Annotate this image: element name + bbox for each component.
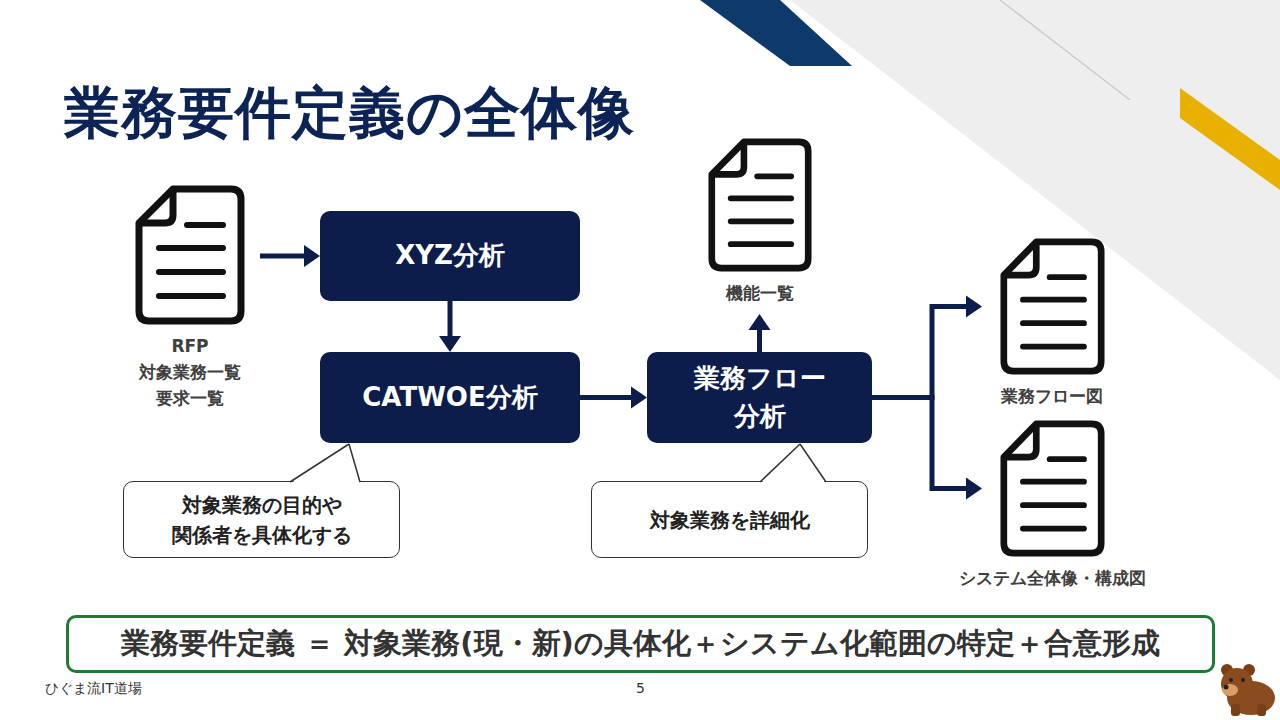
arrow-line	[872, 307, 968, 398]
process-box: XYZ分析	[320, 211, 580, 301]
arrow-head	[966, 296, 982, 318]
callout-box: 対象業務を詳細化	[591, 481, 868, 558]
document-icon	[708, 138, 812, 272]
arrow-head	[631, 387, 647, 409]
node-text: 業務要件定義 ＝ 対象業務(現・新)の具体化＋システム化範囲の特定＋合意形成	[121, 625, 1160, 663]
callout-box: 対象業務の目的や 関係者を具体化する	[123, 481, 400, 558]
arrow-line	[448, 301, 453, 338]
node-text: 対象業務を詳細化	[650, 505, 810, 535]
navy-stripe	[700, 0, 852, 66]
document-node: 機能一覧	[700, 138, 820, 306]
arrow-line	[580, 395, 633, 400]
document-icon	[1000, 420, 1105, 557]
arrow-head	[749, 314, 771, 330]
document-node: システム全体像・構成図	[982, 420, 1122, 591]
callout-tail	[290, 443, 360, 484]
arrow-connector	[749, 314, 771, 352]
arrow-line	[757, 328, 762, 352]
node-text: XYZ分析	[395, 237, 505, 275]
arrow-connector	[439, 301, 461, 352]
arrow-line	[872, 398, 968, 489]
process-box: CATWOE分析	[320, 352, 580, 443]
arrow-head	[966, 478, 982, 500]
arrow-connector	[872, 296, 982, 398]
yellow-stripe	[1180, 88, 1280, 190]
arrow-head	[439, 336, 461, 352]
callout-tail	[760, 443, 826, 484]
process-box: 業務フロー 分析	[647, 352, 872, 443]
node-text: 業務フロー 分析	[680, 360, 840, 435]
document-node: 業務フロー図	[982, 238, 1122, 409]
document-node: RFP 対象業務一覧 要求一覧	[120, 185, 260, 411]
arrow-connector	[872, 398, 982, 500]
document-icon	[135, 185, 245, 325]
node-text: CATWOE分析	[362, 379, 537, 417]
summary-box: 業務要件定義 ＝ 対象業務(現・新)の具体化＋システム化範囲の特定＋合意形成	[66, 615, 1215, 673]
document-label: 機能一覧	[726, 280, 794, 306]
arrow-connector	[580, 387, 647, 409]
slide-title: 業務要件定義の全体像	[64, 76, 635, 152]
page-number: 5	[636, 680, 645, 696]
gray-triangle	[790, 0, 1280, 380]
node-text: 対象業務の目的や 関係者を具体化する	[144, 490, 379, 550]
document-label: RFP 対象業務一覧 要求一覧	[131, 333, 249, 411]
arrow-head	[304, 245, 320, 267]
thin-line	[1000, 0, 1130, 100]
document-label: システム全体像・構成図	[932, 565, 1172, 591]
arrow-line	[260, 254, 306, 259]
footer-text: ひぐま流IT道場	[45, 680, 142, 698]
bear-illustration	[1221, 664, 1275, 716]
arrow-connector	[260, 245, 320, 267]
document-icon	[1000, 238, 1105, 375]
document-label: 業務フロー図	[1001, 383, 1103, 409]
